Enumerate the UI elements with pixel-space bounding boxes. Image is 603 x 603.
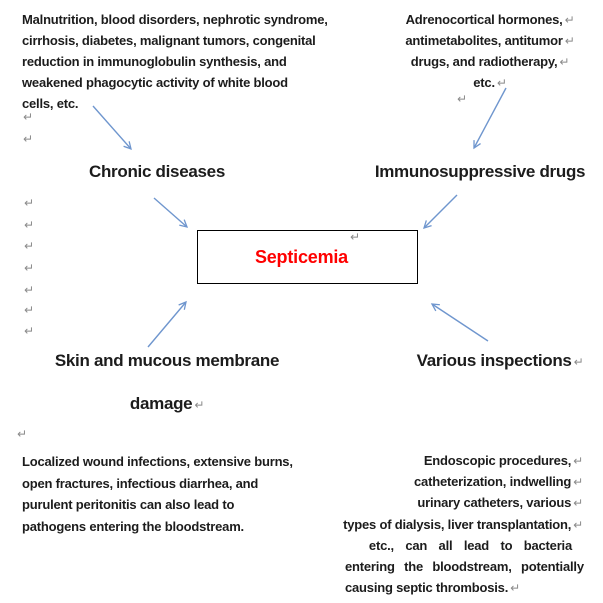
line-break-mark: ↵ xyxy=(24,324,35,338)
paragraph-line: weakened phagocytic activity of white bl… xyxy=(22,75,288,90)
line-text: catheterization, indwelling xyxy=(414,474,572,490)
paragraph-line: catheterization, indwelling↵ xyxy=(340,471,583,492)
line-break-mark: ↵ xyxy=(24,218,35,232)
paragraph-skin-causes[interactable]: Localized wound infections, extensive bu… xyxy=(22,451,293,537)
septicemia-label: Septicemia xyxy=(254,246,348,267)
line-break-mark: ↵ xyxy=(496,76,507,90)
line-break-mark: ↵ xyxy=(510,581,520,596)
line-break-mark: ↵ xyxy=(17,427,28,441)
arrow-immuno-to-box[interactable] xyxy=(423,194,458,229)
line-break-mark: ↵ xyxy=(24,239,35,253)
line-break-mark: ↵ xyxy=(573,454,583,468)
paragraph-line: antimetabolites, antitumor↵ xyxy=(405,30,574,51)
line-break-mark: ↵ xyxy=(24,261,35,275)
arrow-skin-to-box[interactable] xyxy=(147,300,187,348)
paragraph-chronic-causes[interactable]: Malnutrition, blood disorders, nephrotic… xyxy=(22,9,328,114)
line-break-mark: ↵ xyxy=(564,34,575,48)
line-text: urinary catheters, various xyxy=(417,495,572,511)
arrow-various-to-box[interactable] xyxy=(430,303,489,342)
paragraph-line: pathogens entering the bloodstream. xyxy=(22,518,244,534)
paragraph-line: Endoscopic procedures,↵ xyxy=(340,450,583,471)
arrow-immuno-from-text[interactable] xyxy=(473,87,507,150)
paragraph-line: drugs, and radiotherapy,↵ xyxy=(411,51,570,72)
arrow-chronic-from-text[interactable] xyxy=(92,105,132,151)
line-text: etc., can all lead to bacteria xyxy=(368,537,572,553)
paragraph-line: types of dialysis, liver transplantation… xyxy=(340,514,583,535)
paragraph-immuno-causes[interactable]: Adrenocortical hormones,↵ antimetabolite… xyxy=(385,9,595,93)
heading-chronic-diseases[interactable]: Chronic diseases xyxy=(89,162,225,181)
line-break-mark: ↵ xyxy=(349,230,361,244)
heading-skin-damage-line2[interactable]: damage↵ xyxy=(42,394,292,414)
paragraph-line: Malnutrition, blood disorders, nephrotic… xyxy=(22,12,328,27)
paragraph-line: Localized wound infections, extensive bu… xyxy=(22,454,293,469)
line-break-mark: ↵ xyxy=(559,55,570,69)
line-break-mark: ↵ xyxy=(457,92,468,106)
paragraph-line: cirrhosis, diabetes, malignant tumors, c… xyxy=(22,33,316,48)
paragraph-line: causing septic thrombosis.↵ xyxy=(340,577,572,598)
line-break-mark: ↵ xyxy=(564,13,575,27)
paragraph-line: Adrenocortical hormones,↵ xyxy=(406,9,575,30)
septicemia-box[interactable]: Septicemia ↵ xyxy=(197,230,418,284)
paragraph-line: entering the bloodstream, potentially xyxy=(340,556,584,577)
line-break-mark: ↵ xyxy=(19,0,29,3)
line-break-mark: ↵ xyxy=(573,355,584,369)
line-text: etc. xyxy=(473,75,495,90)
line-text: Adrenocortical hormones, xyxy=(405,12,563,27)
arrow-chronic-to-box[interactable] xyxy=(153,197,189,228)
heading-text: damage xyxy=(129,394,193,413)
line-break-mark: ↵ xyxy=(23,110,34,124)
heading-skin-damage-line1[interactable]: Skin and mucous membrane xyxy=(54,351,280,370)
paragraph-line: etc.↵ xyxy=(473,72,507,93)
heading-text: Various inspections xyxy=(416,351,572,370)
line-text: entering the bloodstream, potentially xyxy=(345,558,584,574)
line-break-mark: ↵ xyxy=(24,196,35,210)
line-text: causing septic thrombosis. xyxy=(345,580,509,596)
line-text: drugs, and radiotherapy, xyxy=(410,54,558,69)
paragraph-line: reduction in immunoglobulin synthesis, a… xyxy=(22,54,287,69)
paragraph-inspection-causes[interactable]: Endoscopic procedures,↵ catheterization,… xyxy=(340,450,584,598)
paragraph-line: open fractures, infectious diarrhea, and xyxy=(22,475,259,491)
line-break-mark: ↵ xyxy=(573,496,583,511)
line-text: types of dialysis, liver transplantation… xyxy=(343,516,572,532)
line-text: Endoscopic procedures, xyxy=(423,453,572,468)
paragraph-line: etc., can all lead to bacteria xyxy=(340,535,572,556)
paragraph-line: purulent peritonitis can also lead to xyxy=(22,497,235,512)
line-break-mark: ↵ xyxy=(24,283,35,297)
line-break-mark: ↵ xyxy=(573,475,583,490)
line-break-mark: ↵ xyxy=(573,517,583,532)
line-text: antimetabolites, antitumor xyxy=(405,33,563,48)
line-break-mark: ↵ xyxy=(194,398,205,412)
heading-various-inspections[interactable]: Various inspections↵ xyxy=(395,351,603,371)
line-break-mark: ↵ xyxy=(23,132,34,146)
paragraph-line: urinary catheters, various↵ xyxy=(340,492,583,513)
line-break-mark: ↵ xyxy=(24,303,35,317)
heading-immunosuppressive-drugs[interactable]: Immunosuppressive drugs xyxy=(374,162,586,181)
paragraph-line: cells, etc. xyxy=(22,96,79,111)
